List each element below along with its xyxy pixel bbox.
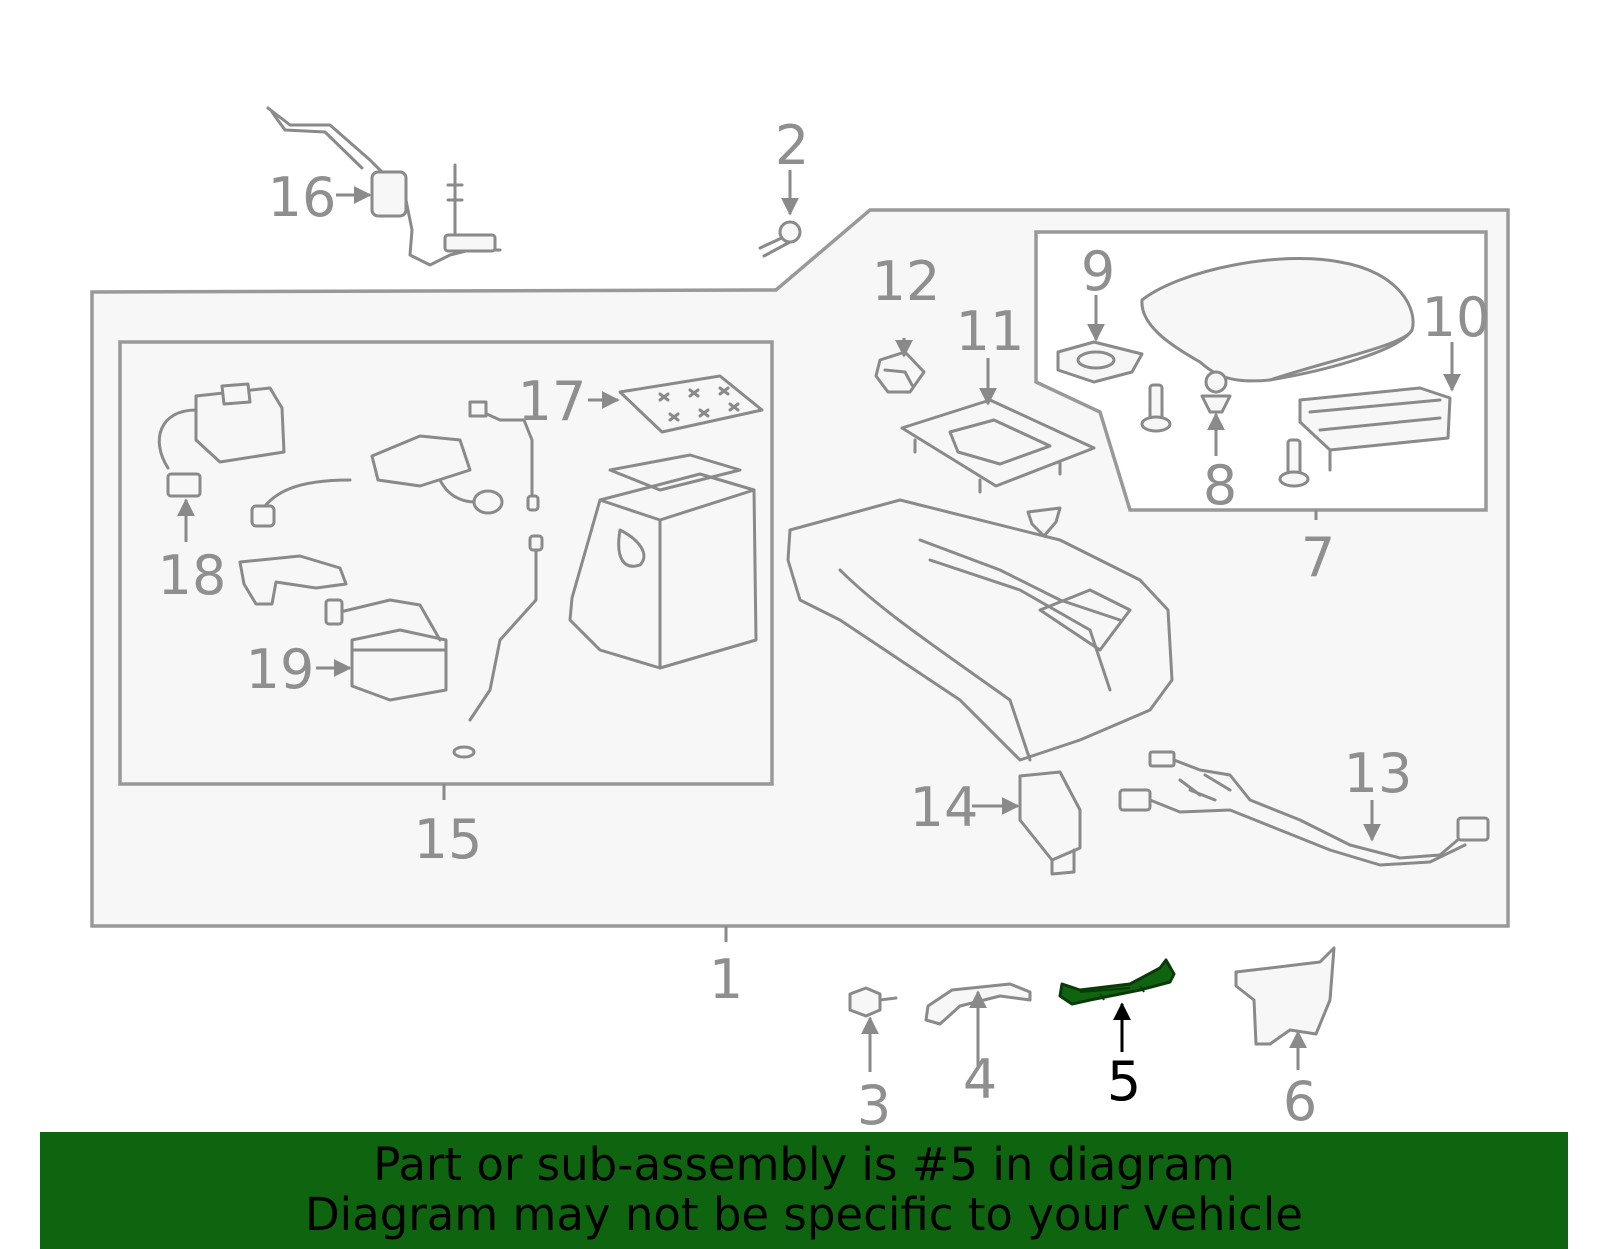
callout-8: 8 bbox=[1203, 454, 1237, 517]
console-body bbox=[786, 498, 1174, 762]
callout-19: 19 bbox=[246, 638, 315, 701]
part-11-tray bbox=[900, 398, 1096, 494]
callout-18: 18 bbox=[158, 544, 227, 607]
callout-7: 7 bbox=[1301, 526, 1335, 589]
callout-3: 3 bbox=[857, 1074, 891, 1137]
part-5-bracket-highlighted[interactable] bbox=[1058, 958, 1176, 1006]
callout-15: 15 bbox=[414, 808, 483, 871]
callout-5: 5 bbox=[1107, 1050, 1141, 1113]
callout-10: 10 bbox=[1422, 286, 1491, 349]
part-15-components bbox=[238, 400, 758, 759]
callout-1: 1 bbox=[709, 948, 743, 1011]
callout-2: 2 bbox=[775, 114, 809, 177]
part-7-armrest-lid bbox=[1140, 256, 1415, 383]
part-16-cable bbox=[266, 106, 502, 267]
callout-4: 4 bbox=[963, 1048, 997, 1111]
callout-13: 13 bbox=[1344, 742, 1413, 805]
part-2-screw bbox=[758, 220, 802, 258]
part-12-clip bbox=[874, 350, 926, 394]
callout-12: 12 bbox=[872, 250, 941, 313]
callout-14: 14 bbox=[910, 776, 979, 839]
screw-7a bbox=[1140, 383, 1172, 433]
part-3-bolt bbox=[848, 986, 898, 1018]
callout-9: 9 bbox=[1081, 240, 1115, 303]
part-18-unit bbox=[157, 382, 286, 498]
part-14-module bbox=[1018, 770, 1082, 876]
part-17-mat bbox=[618, 374, 764, 434]
callout-11: 11 bbox=[956, 300, 1025, 363]
part-4-bracket bbox=[924, 982, 1032, 1026]
part-13-harness bbox=[1118, 750, 1490, 867]
callout-17: 17 bbox=[518, 370, 587, 433]
banner-line-1: Part or sub-assembly is #5 in diagram bbox=[373, 1138, 1235, 1191]
callout-labels: 1 2 3 4 5 6 7 8 9 10 11 12 13 14 15 16 1… bbox=[158, 114, 1491, 1137]
leader-lines bbox=[177, 170, 1461, 1072]
screw-7b bbox=[1278, 438, 1310, 488]
info-banner: Part or sub-assembly is #5 in diagram Di… bbox=[40, 1132, 1568, 1249]
part-8-clip bbox=[1200, 370, 1232, 414]
callout-16: 16 bbox=[268, 166, 337, 229]
callout-6: 6 bbox=[1283, 1070, 1317, 1133]
banner-line-2: Diagram may not be specific to your vehi… bbox=[305, 1188, 1303, 1241]
part-10-hinge bbox=[1298, 386, 1452, 472]
part-6-panel bbox=[1234, 946, 1336, 1046]
part-9-bracket bbox=[1056, 340, 1144, 384]
